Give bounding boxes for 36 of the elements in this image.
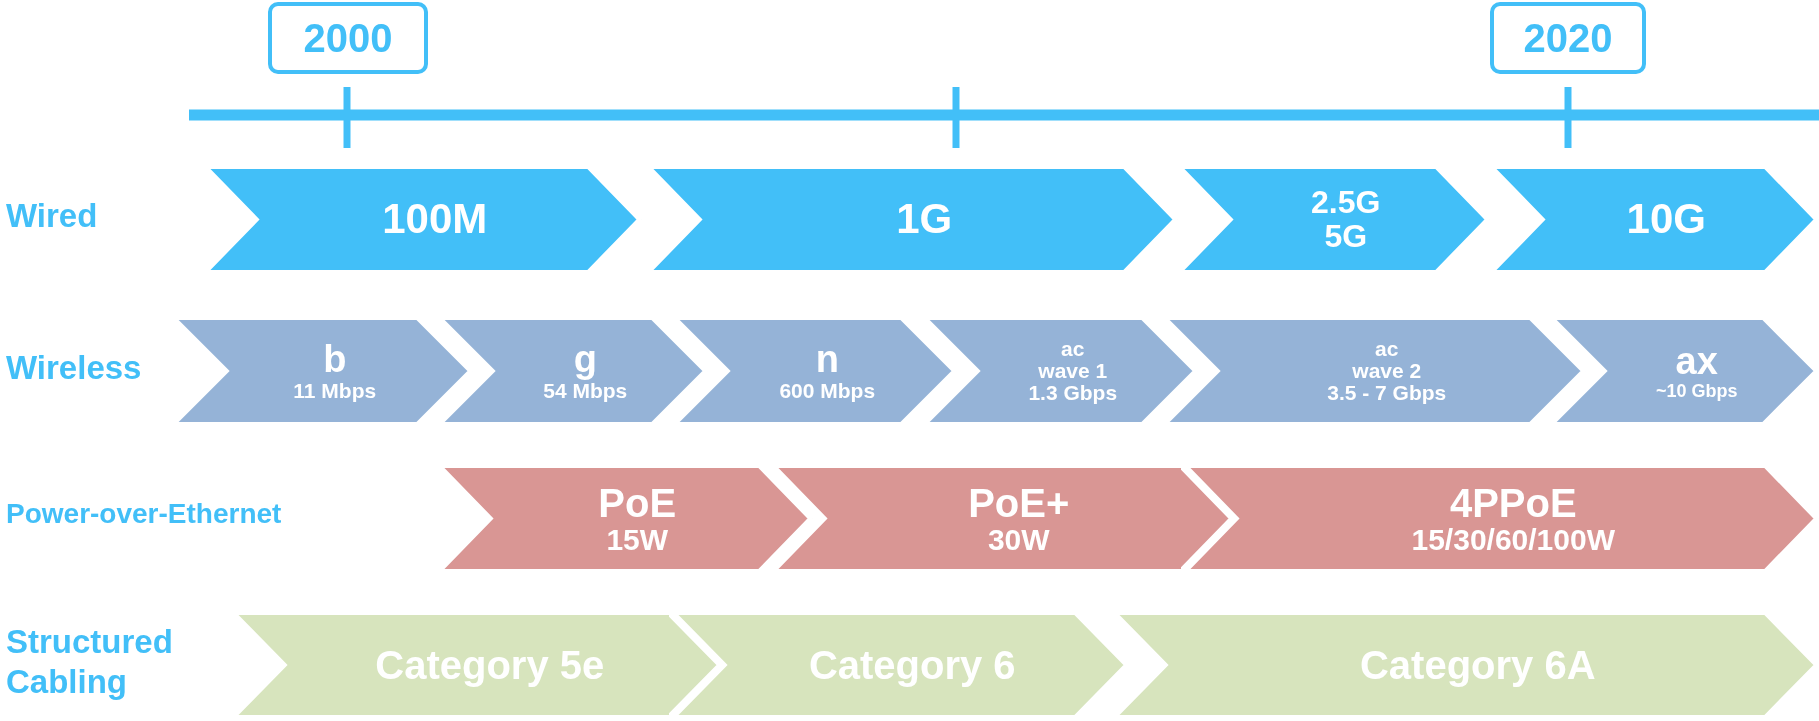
year-box xyxy=(1490,2,1646,74)
row-label: Wired xyxy=(6,196,98,236)
year-label: 2020 xyxy=(1523,15,1613,61)
chevron-label: ~10 Gbps xyxy=(1655,381,1738,401)
chevron-label: 1G xyxy=(896,197,953,242)
chevron-label: ax xyxy=(1675,341,1718,382)
chevron-label: Category 6 xyxy=(808,644,1016,686)
chevron-label: ac xyxy=(1061,337,1085,360)
chevron-label: 100M xyxy=(382,197,488,242)
chevron-label: 5G xyxy=(1324,219,1368,254)
chevron-label: 4PPoE xyxy=(1449,481,1577,524)
chevron-label: b xyxy=(323,340,347,380)
chevron-label: 15/30/60/100W xyxy=(1411,523,1615,556)
row-label: Power-over-Ethernet xyxy=(6,497,282,531)
year-box xyxy=(268,2,428,74)
chevron-label: 3.5 - 7 Gbps xyxy=(1327,382,1447,405)
chevron-label: PoE+ xyxy=(968,481,1070,524)
chevron-label: 11 Mbps xyxy=(293,379,377,402)
chevron-label: ac xyxy=(1375,337,1399,360)
year-label: 2000 xyxy=(303,15,393,61)
chevron-label: Category 5e xyxy=(375,644,605,686)
chevron-label: 15W xyxy=(606,523,669,556)
chevron-label: Category 6A xyxy=(1359,644,1596,686)
chevron-label: PoE xyxy=(598,481,677,524)
chevron-label: 600 Mbps xyxy=(779,379,876,402)
chevron-label: 10G xyxy=(1626,197,1706,242)
chevron-label: wave 1 xyxy=(1038,359,1108,382)
chevron-label: n xyxy=(815,340,839,380)
row-label: Wireless xyxy=(6,348,142,388)
chevron-label: 1.3 Gbps xyxy=(1028,382,1118,405)
chevron-label: 2.5G xyxy=(1311,185,1381,220)
chevron-label: 30W xyxy=(987,523,1050,556)
chevron-label: g xyxy=(573,340,597,380)
chevron-label: wave 2 xyxy=(1352,359,1422,382)
chevron-label: 54 Mbps xyxy=(543,379,628,402)
row-label: Structured Cabling xyxy=(6,622,174,702)
